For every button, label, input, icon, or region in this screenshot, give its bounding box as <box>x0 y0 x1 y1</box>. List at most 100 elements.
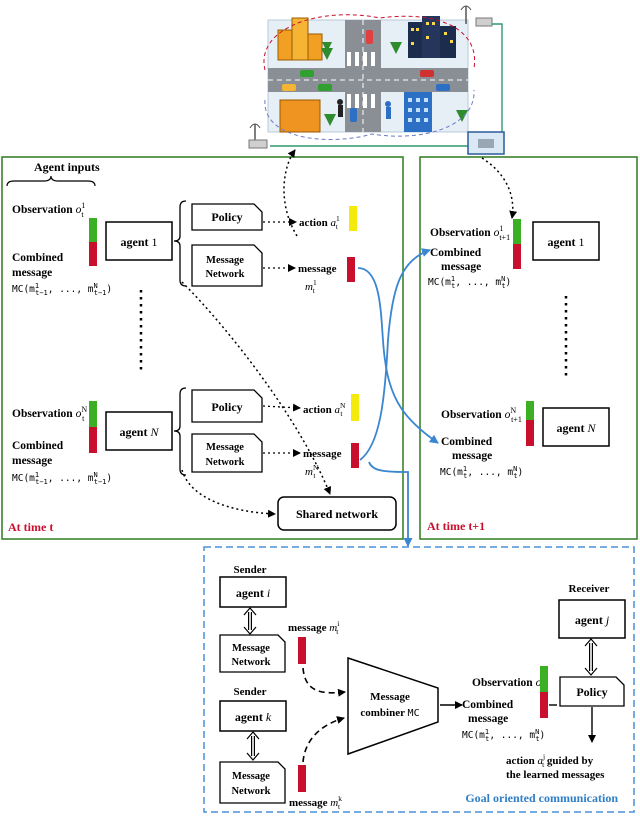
observation-bar <box>540 666 548 692</box>
shared-network-label: Shared network <box>296 507 378 521</box>
message-bar <box>540 692 548 718</box>
message-bar <box>526 420 534 446</box>
message-bar <box>298 765 306 792</box>
right-agent1-message: message <box>441 261 481 273</box>
observation-bar <box>89 218 97 242</box>
action-bar <box>351 394 359 421</box>
agent-N-box <box>105 411 173 451</box>
message-combiner-box <box>347 656 439 756</box>
double-arrow-icon <box>243 607 257 635</box>
message-N-label: message <box>303 448 342 460</box>
agent-1-box <box>105 221 173 261</box>
goal-panel-title: Goal oriented communication <box>465 791 618 805</box>
observation-bar <box>526 401 534 420</box>
message-bar <box>89 427 97 453</box>
central-controller-icon <box>467 131 505 155</box>
right-panel-frame <box>419 156 638 540</box>
agent-N-label: agent N <box>119 425 159 439</box>
policy-N-label: Policy <box>211 400 242 414</box>
right-agent-1-box <box>532 221 600 261</box>
message-network-k-label-a: Message <box>232 771 270 782</box>
agentN-combined-label: Combined <box>12 440 64 452</box>
right-agent-1-label: agent 1 <box>548 235 585 249</box>
agent-1-label: agent 1 <box>121 235 158 249</box>
policy-1-label: Policy <box>211 210 242 224</box>
message-network-i-box <box>219 634 286 673</box>
double-arrow-icon <box>246 731 260 761</box>
combiner-label-a: Message <box>370 691 410 703</box>
message-network-N-box <box>191 433 263 473</box>
policy-N-box <box>191 389 263 423</box>
agent-j-box <box>558 599 626 639</box>
agent1-combined-label: Combined <box>12 252 64 264</box>
receiver-message: message <box>468 713 508 725</box>
receiver-action-line2: the learned messages <box>506 769 605 781</box>
message-bar <box>513 244 521 269</box>
antenna-icon <box>248 123 268 149</box>
receiver-policy-box <box>559 676 625 707</box>
time-t-label: At time t <box>8 520 53 534</box>
right-agent1-combined: Combined <box>430 247 482 259</box>
message-bar <box>89 242 97 266</box>
message-network-N-label-a: Message <box>206 442 244 453</box>
receiver-combined: Combined <box>462 699 514 711</box>
agent-i-box <box>219 576 287 608</box>
sender-k-label: Sender <box>234 686 267 698</box>
combiner-label-b: combiner MC <box>360 707 419 719</box>
antenna-icon <box>460 5 493 27</box>
sender-i-label: Sender <box>234 564 267 576</box>
agentN-message-label: message <box>12 455 52 467</box>
agent-k-box <box>219 700 287 732</box>
receiver-obs-label: Observation ojt <box>472 674 544 692</box>
agent-inputs-heading: Agent inputs <box>34 160 100 174</box>
message-1-label: message <box>298 263 337 275</box>
message-bar <box>351 443 359 468</box>
city-illustration <box>248 5 505 155</box>
message-bar <box>347 257 355 282</box>
goal-panel-frame <box>203 546 635 813</box>
message-network-k-label-b: Network <box>231 786 270 797</box>
receiver-label: Receiver <box>569 583 610 595</box>
agent1-message-label: message <box>12 267 52 279</box>
double-arrow-icon <box>584 638 598 676</box>
agent-j-label: agent j <box>575 613 610 627</box>
receiver-policy-label: Policy <box>576 685 607 699</box>
message-bar <box>298 637 306 664</box>
right-agent-N-box <box>542 407 610 447</box>
message-network-1-label-b: Network <box>205 269 244 280</box>
right-agent-N-label: agent N <box>556 421 596 435</box>
message-network-1-box <box>191 244 263 287</box>
agent-k-label: agent k <box>235 710 272 724</box>
message-network-k-box <box>219 761 286 804</box>
policy-1-box <box>191 203 263 231</box>
observation-bar <box>513 219 521 244</box>
right-agentN-combined: Combined <box>441 436 493 448</box>
message-network-1-label-a: Message <box>206 255 244 266</box>
time-t1-label: At time t+1 <box>427 519 485 533</box>
agent-i-label: agent i <box>236 586 270 600</box>
message-network-i-label-a: Message <box>232 643 270 654</box>
shared-network-box <box>277 496 397 531</box>
message-network-i-label-b: Network <box>231 657 270 668</box>
left-panel-frame <box>1 156 404 540</box>
message-network-N-label-b: Network <box>205 457 244 468</box>
observation-bar <box>89 401 97 427</box>
right-agentN-message: message <box>452 450 492 462</box>
